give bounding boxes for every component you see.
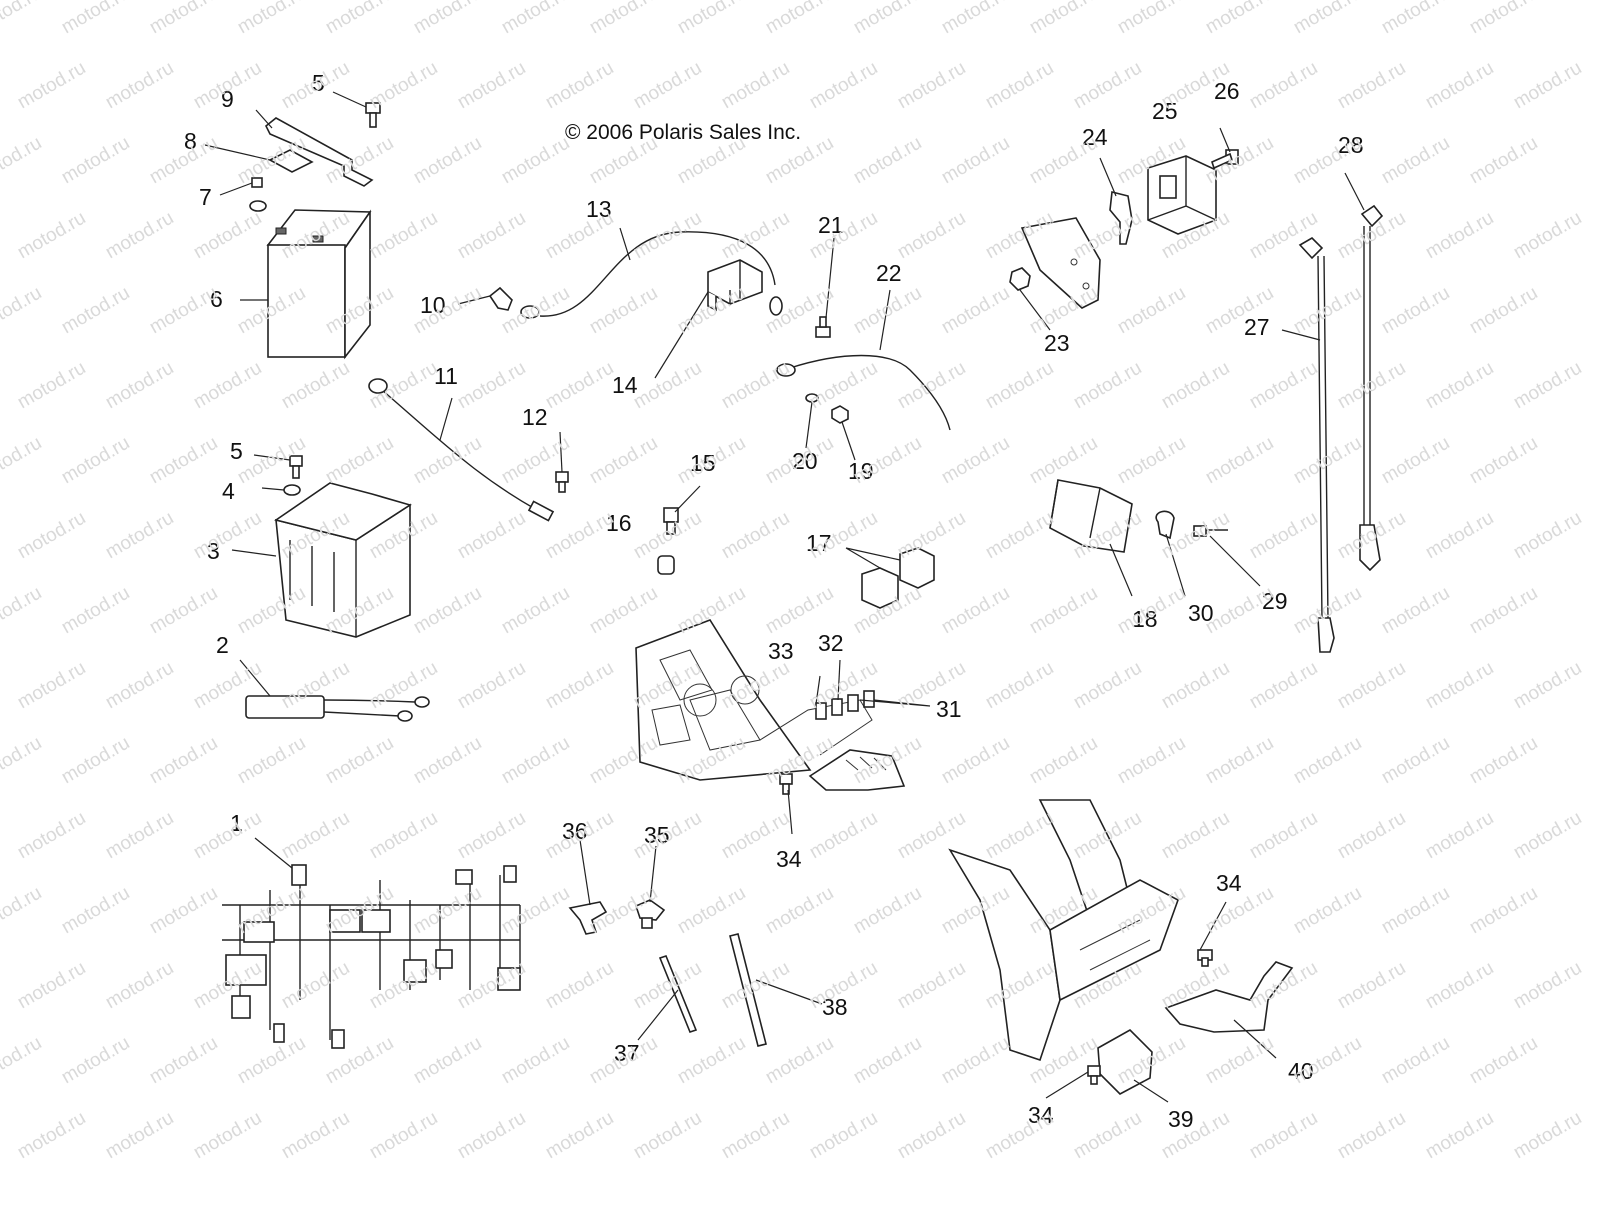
callout-26: 26	[1214, 78, 1240, 104]
plug-wire-27	[1298, 236, 1335, 653]
screw-top	[365, 102, 381, 128]
bolt-26	[1211, 149, 1239, 170]
callout-29: 29	[1262, 588, 1288, 614]
callout-14: 14	[612, 372, 638, 398]
callout-39: 39	[1168, 1106, 1194, 1132]
clip-35	[635, 899, 666, 929]
front-frame	[948, 799, 1179, 1062]
wiring-harness	[222, 864, 521, 1049]
bracket-24	[1109, 191, 1133, 245]
relays	[861, 547, 935, 609]
callout-31-label: 31	[936, 696, 962, 722]
callout-34-center: 34	[776, 846, 802, 872]
clip-30	[1155, 510, 1175, 540]
screw-12	[555, 471, 569, 493]
callout-33: 33	[768, 638, 794, 664]
nut-19	[831, 405, 849, 424]
solenoid	[707, 259, 763, 312]
plug-wire-28	[1359, 204, 1384, 572]
callout-8: 8	[184, 128, 197, 154]
callout-12: 12	[522, 404, 548, 430]
battery-strap	[264, 117, 374, 187]
screw-34b	[1197, 949, 1213, 967]
switch-15	[663, 507, 679, 535]
nut-23	[1009, 267, 1031, 291]
callout-22: 22	[876, 260, 902, 286]
callout-34-bottom: 34	[1028, 1102, 1054, 1128]
fuses	[815, 690, 875, 720]
callout-24: 24	[1082, 124, 1108, 150]
frame-panel	[635, 619, 873, 781]
callout-35: 35	[644, 822, 670, 848]
terminal-boot	[488, 286, 513, 311]
callout-2: 2	[216, 632, 229, 658]
solenoid-cable	[776, 354, 951, 431]
screw-21	[815, 316, 831, 338]
callout-23: 23	[1044, 330, 1070, 356]
callout-1: 1	[230, 810, 243, 836]
screw-29	[1193, 525, 1228, 537]
callout-40: 40	[1288, 1058, 1314, 1084]
screw-34c	[1087, 1065, 1101, 1085]
cover-39	[1097, 1029, 1153, 1095]
module-25	[1147, 155, 1217, 235]
callout-32: 32	[818, 630, 844, 656]
callout-10: 10	[420, 292, 446, 318]
copyright-notice: © 2006 Polaris Sales Inc.	[565, 121, 802, 144]
callout-27: 27	[1244, 314, 1270, 340]
module-18	[1049, 479, 1133, 553]
cable-tie-37	[658, 955, 698, 1033]
fuse-block	[808, 749, 906, 791]
callout-17: 17	[806, 530, 832, 556]
cap-16	[657, 555, 675, 575]
callout-21: 21	[818, 212, 844, 238]
bracket-40	[1164, 961, 1294, 1033]
callout-30: 30	[1188, 600, 1214, 626]
callout-5-upper: 5	[312, 70, 325, 96]
callout-7: 7	[199, 184, 212, 210]
callout-16: 16	[606, 510, 632, 536]
starter-cable	[520, 231, 783, 319]
screw-washer	[249, 177, 267, 212]
callout-15: 15	[690, 450, 716, 476]
leader-lines	[204, 91, 1365, 1103]
screw-box	[289, 455, 303, 479]
mounting-plate	[1020, 217, 1101, 309]
callout-38: 38	[822, 994, 848, 1020]
callout-18: 18	[1132, 606, 1158, 632]
callout-28: 28	[1338, 132, 1364, 158]
screw-34a	[779, 773, 793, 795]
callout-9: 9	[221, 86, 234, 112]
washer-20	[805, 393, 819, 403]
clip-36	[568, 901, 608, 935]
callout-5-lower: 5	[230, 438, 243, 464]
cable-assembly	[245, 695, 430, 722]
callout-6: 6	[210, 286, 223, 312]
washer	[283, 484, 301, 496]
callout-13: 13	[586, 196, 612, 222]
decal	[268, 149, 314, 173]
callout-20: 20	[792, 448, 818, 474]
battery-box	[274, 482, 412, 638]
callout-4: 4	[222, 478, 235, 504]
callout-34-right: 34	[1216, 870, 1242, 896]
ground-cable	[368, 378, 555, 522]
callout-11: 11	[434, 363, 458, 389]
battery	[266, 209, 372, 360]
callout-36: 36	[562, 818, 588, 844]
callout-37: 37	[614, 1040, 640, 1066]
callout-25: 25	[1152, 98, 1178, 124]
callout-19: 19	[848, 458, 874, 484]
cable-tie-38	[729, 933, 767, 1047]
callout-3: 3	[207, 538, 220, 564]
